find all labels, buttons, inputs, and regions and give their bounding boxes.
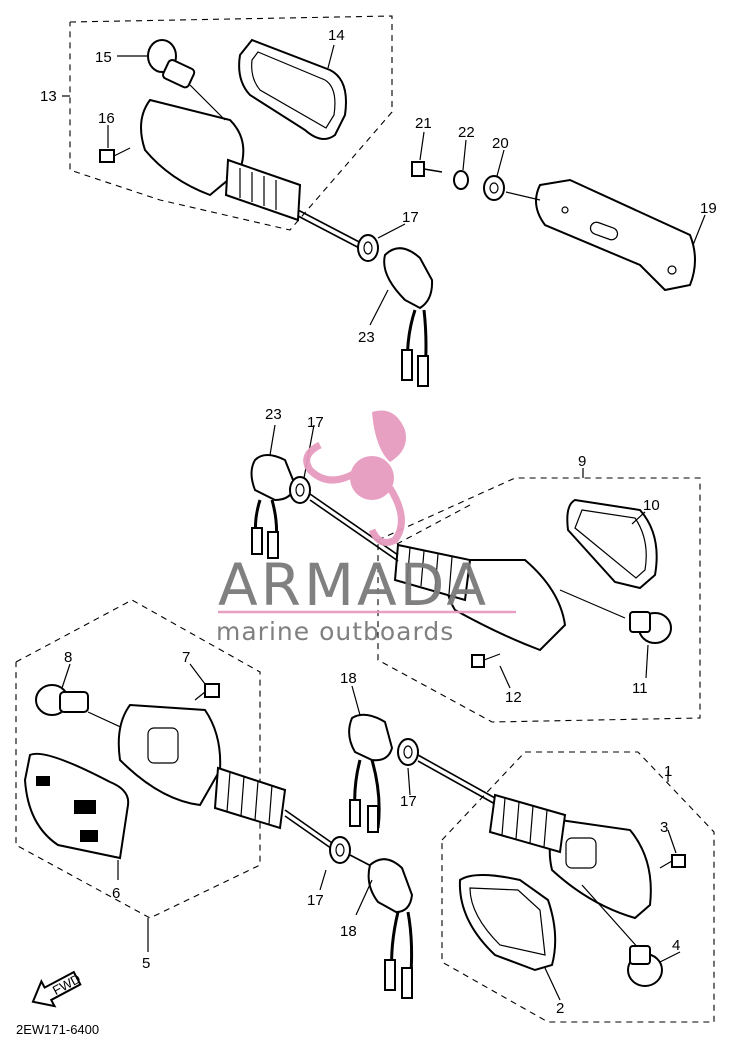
part-number-labels: 15 14 13 16 21 22 20 19 17 23 23 17 9 10…	[40, 27, 717, 1017]
part-label-6: 6	[112, 885, 120, 902]
rear-right-flasher-assembly	[377, 468, 701, 723]
part-label-23-top: 23	[358, 329, 375, 346]
part-label-9: 9	[578, 453, 586, 470]
part-label-18-lower-left: 18	[340, 923, 357, 940]
part-label-17-middle-right: 17	[400, 793, 417, 810]
part-label-7: 7	[182, 649, 190, 666]
bulb-15	[117, 39, 196, 89]
part-label-12: 12	[505, 689, 522, 706]
diagram-code: 2EW171-6400	[16, 1022, 99, 1037]
fwd-label: FWD	[50, 971, 83, 998]
flasher-housing-1	[488, 793, 652, 951]
lens-2	[458, 874, 561, 1001]
part-label-5: 5	[142, 955, 150, 972]
grommet-17-middle-right	[397, 738, 419, 796]
part-label-21: 21	[415, 115, 432, 132]
bolt-21	[411, 131, 443, 177]
front-left-flasher-assembly	[15, 599, 287, 952]
part-label-2: 2	[556, 1000, 564, 1017]
screw-3	[659, 829, 686, 869]
part-label-3: 3	[660, 819, 668, 836]
part-label-17-lower-left: 17	[307, 892, 324, 909]
forward-direction-arrow: FWD	[31, 970, 83, 1008]
part-label-23-middle: 23	[265, 406, 282, 423]
part-label-16: 16	[98, 110, 115, 127]
part-label-19: 19	[700, 200, 717, 217]
screw-12	[471, 653, 511, 689]
lens-6	[23, 752, 130, 880]
flasher-housing-5	[117, 703, 287, 830]
screw-16	[99, 125, 131, 163]
lens-10	[566, 498, 658, 590]
part-label-8: 8	[64, 649, 72, 666]
part-label-11: 11	[632, 680, 648, 697]
grommet-17-lower-left	[319, 836, 351, 891]
connector-18-middle	[348, 685, 394, 833]
part-label-1: 1	[664, 763, 672, 780]
part-label-20: 20	[492, 135, 509, 152]
lens-14	[238, 38, 347, 140]
part-label-17-top: 17	[402, 209, 419, 226]
collar-20	[483, 149, 541, 201]
flasher-housing-13	[140, 84, 302, 222]
watermark-tagline: marine outboards	[216, 617, 454, 646]
watermark: ARMADA marine outboards	[216, 410, 516, 646]
part-label-4: 4	[672, 937, 680, 954]
flasher-housing-9	[393, 543, 626, 652]
part-label-13: 13	[40, 88, 57, 105]
connector-23-middle	[250, 424, 297, 559]
rear-left-flasher-assembly	[441, 751, 715, 1023]
propeller-logo	[303, 410, 406, 546]
part-label-22: 22	[458, 124, 475, 141]
grommet-17-top	[357, 223, 406, 262]
connector-23-top	[369, 247, 434, 387]
connector-18-lower-left	[355, 858, 414, 999]
watermark-brand: ARMADA	[218, 551, 489, 619]
bulb-11	[629, 611, 672, 679]
part-label-18-middle: 18	[340, 670, 357, 687]
bulb-4	[627, 945, 681, 987]
part-label-17-middle: 17	[307, 414, 324, 431]
part-label-10: 10	[643, 497, 660, 514]
screw-7	[189, 663, 220, 701]
bracket-19	[535, 178, 706, 292]
front-right-flasher-assembly	[62, 15, 393, 252]
part-label-14: 14	[328, 27, 345, 44]
washer-22	[453, 139, 469, 190]
part-label-15: 15	[95, 49, 112, 66]
